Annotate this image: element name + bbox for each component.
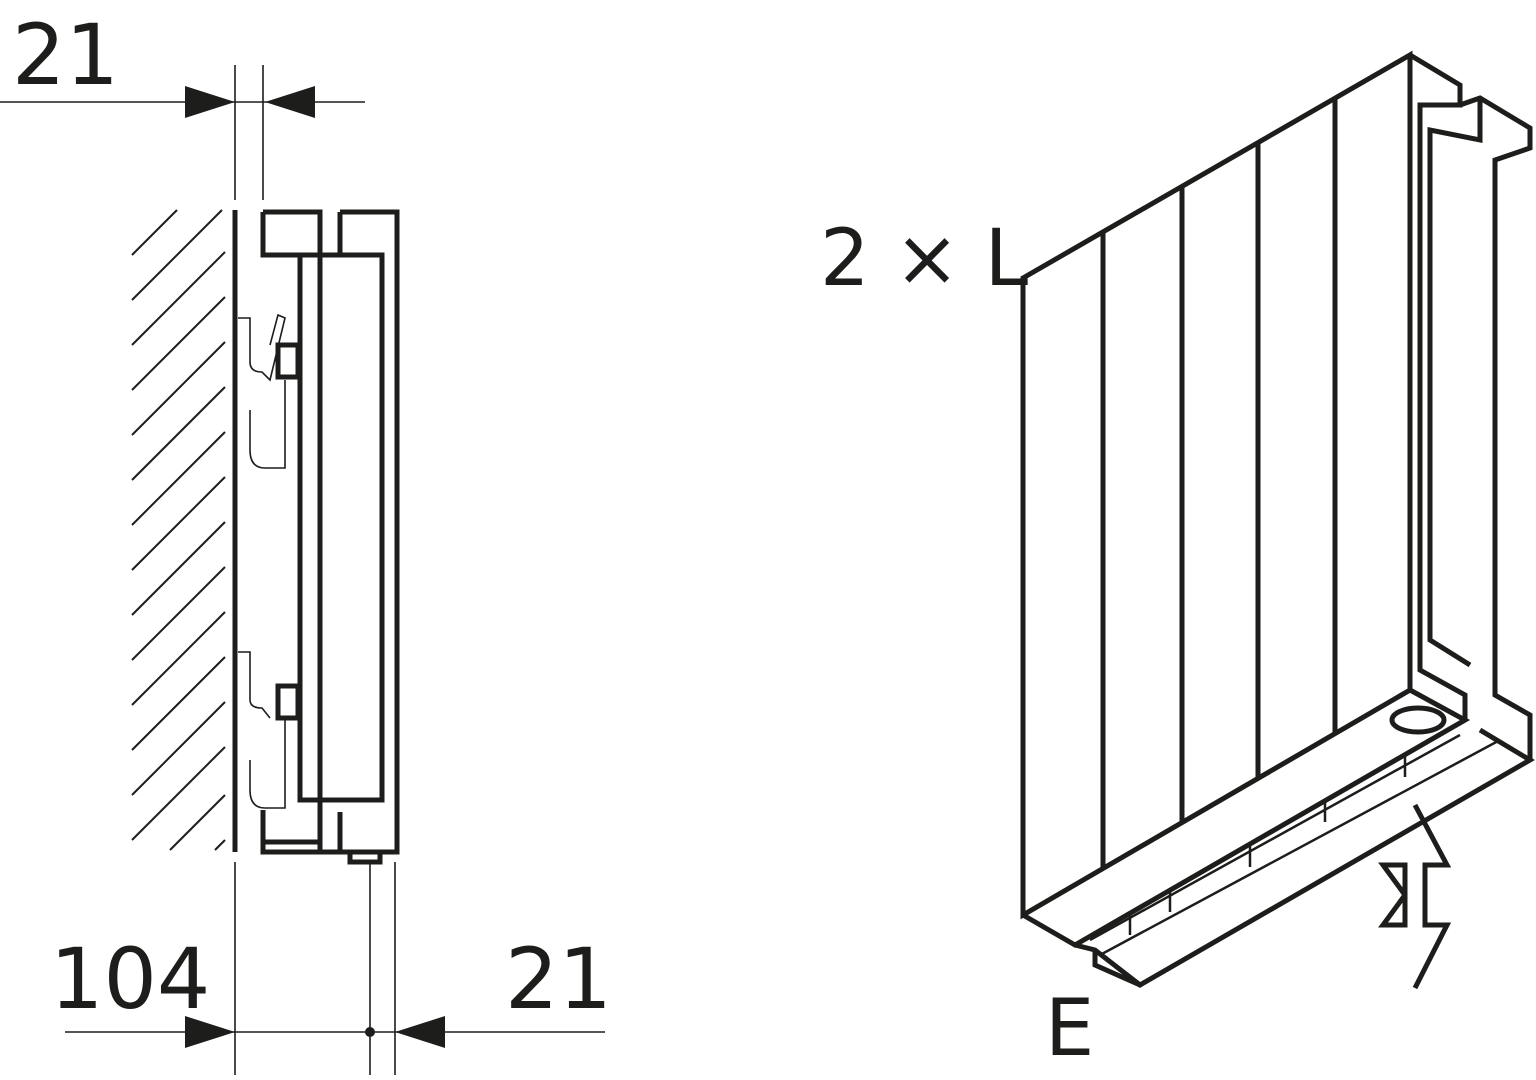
- radiator-profile: [238, 209, 400, 865]
- side-inner: [1427, 98, 1483, 668]
- arrow-right-icon: [185, 1016, 235, 1048]
- wall: [131, 209, 238, 852]
- iso-view: 2 × L E: [820, 50, 1535, 1074]
- top-dimension: 21: [0, 6, 365, 200]
- lower-bracket-hook: [275, 683, 301, 721]
- arrow-left-icon: [265, 86, 315, 118]
- dimension-dot: [365, 1027, 375, 1037]
- side-bracket: [1459, 95, 1533, 760]
- arrow-left-icon: [395, 1016, 445, 1048]
- radiator-iso: [1020, 50, 1535, 989]
- side-face: [1408, 52, 1468, 720]
- connection-label: E: [1045, 984, 1094, 1074]
- dimension-top-label: 21: [12, 6, 119, 104]
- connection-port: [1389, 705, 1447, 735]
- side-view: 21: [0, 6, 612, 1075]
- tray-details: [1089, 733, 1501, 957]
- quantity-label: 2 × L: [820, 214, 1029, 304]
- wall-brackets: [238, 313, 286, 809]
- bottom-dimension: 104 21: [50, 862, 612, 1075]
- adjustment-arrow-icon: [1378, 803, 1452, 990]
- bottom-tray: [1074, 727, 1535, 989]
- upper-bracket-hook: [275, 342, 301, 380]
- dimension-bottom-left-label: 104: [50, 930, 210, 1028]
- arrow-right-icon: [185, 86, 235, 118]
- bottom-face: [1021, 687, 1471, 948]
- bottom-tray-edge: [1092, 950, 1142, 988]
- connection-stub: [347, 849, 383, 865]
- wall-hatching: [131, 209, 226, 851]
- dimension-bottom-right-label: 21: [505, 930, 612, 1028]
